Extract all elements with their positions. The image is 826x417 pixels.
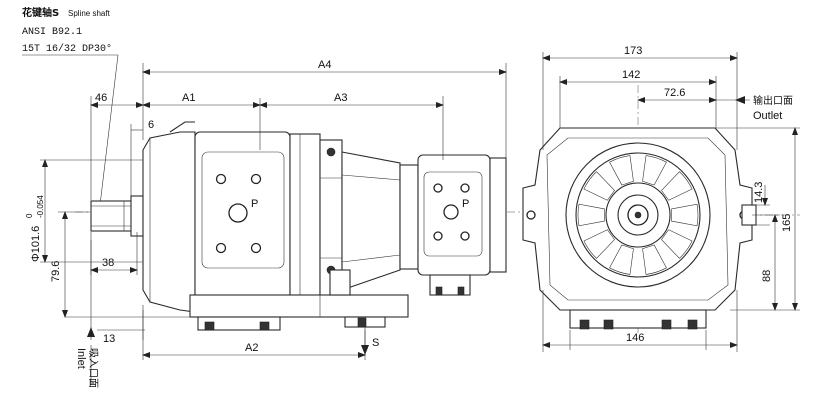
dim-phi: Φ101.6	[30, 226, 42, 262]
rib-pattern	[577, 155, 699, 275]
dim-6: 6	[148, 119, 154, 131]
rib-segment	[609, 244, 634, 275]
dim-a2: A2	[245, 342, 258, 354]
dim-14: 14.3	[753, 182, 765, 203]
rib-segment	[671, 203, 699, 227]
inlet-label-cn: 吸入口面	[87, 348, 98, 388]
spline-standard: ANSI B92.1	[22, 27, 82, 38]
spline-title-en: Spline shaft	[68, 9, 111, 18]
side-dimensions: A4 A1 A3 46 6 38 13 79.6 Φ	[25, 59, 507, 388]
rib-segment	[642, 244, 667, 275]
dim-88: 88	[761, 270, 773, 282]
rib-segment	[609, 155, 634, 186]
spline-title-cn: 花键轴S	[22, 6, 59, 19]
dim-phi-tol: -0.054	[36, 195, 45, 218]
rib-segment	[583, 171, 615, 201]
outlet-label-cn: 输出口面	[753, 94, 793, 107]
dim-a1: A1	[182, 92, 195, 104]
rib-segment	[583, 229, 615, 259]
spline-spec: 15T 16/32 DP30°	[22, 43, 112, 55]
outlet-label-en: Outlet	[753, 110, 782, 122]
dim-38: 38	[102, 257, 114, 269]
dim-146: 146	[626, 332, 644, 344]
front-view	[522, 85, 800, 335]
dim-165: 165	[781, 214, 793, 232]
rib-segment	[661, 229, 693, 259]
dim-72: 72.6	[664, 87, 685, 99]
side-view: P P	[75, 121, 535, 355]
dim-173: 173	[624, 45, 642, 57]
rib-segment	[642, 155, 667, 186]
port-s-label: S	[372, 337, 379, 349]
dim-46: 46	[95, 92, 107, 104]
dim-phi-tol-top: 0	[25, 213, 34, 218]
port-p-main: P	[251, 198, 258, 210]
dim-142: 142	[622, 69, 640, 81]
dim-a3: A3	[334, 92, 347, 104]
inlet-label-en: Inlet	[75, 348, 87, 369]
dim-13: 13	[103, 333, 115, 345]
port-p-rear: P	[462, 198, 469, 210]
front-dimensions: 173 142 72.6 输出口面 Outlet 146 14.3 165	[542, 45, 800, 352]
spline-note: 花键轴S Spline shaft ANSI B92.1 15T 16/32 D…	[22, 6, 119, 206]
dim-79: 79.6	[50, 261, 62, 282]
dim-a4: A4	[318, 59, 331, 71]
rib-segment	[661, 171, 693, 201]
rib-segment	[577, 203, 605, 227]
